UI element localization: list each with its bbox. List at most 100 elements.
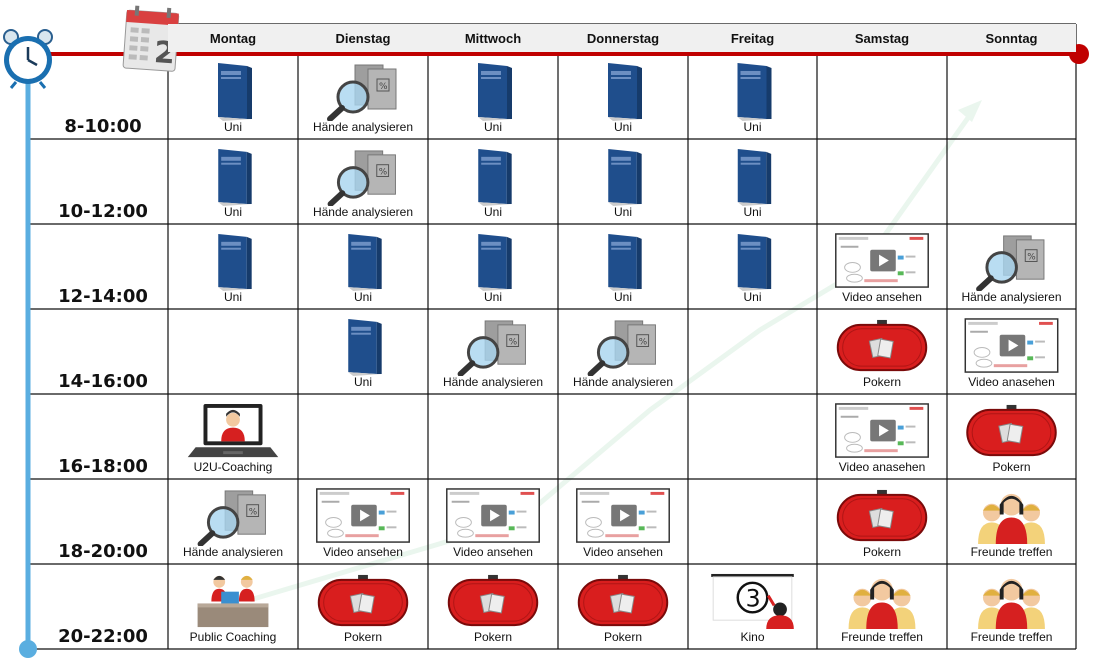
activity-label: Uni	[743, 205, 762, 219]
activity-label: Uni	[743, 290, 762, 304]
day-header-freitag: Freitag	[688, 24, 817, 52]
book-icon	[430, 147, 556, 206]
schedule-cell: Uni	[170, 141, 296, 222]
activity-label: Uni	[483, 205, 502, 219]
time-slot-label: 16-18:00	[58, 456, 148, 477]
poker-table-icon	[819, 317, 945, 376]
book-icon	[560, 61, 686, 121]
video-icon	[560, 487, 686, 546]
day-header-samstag: Samstag	[817, 24, 947, 52]
book-icon	[690, 147, 815, 206]
book-icon	[300, 232, 426, 291]
friends-icon	[949, 487, 1074, 546]
schedule-cell: Uni	[690, 141, 815, 222]
magnifier-icon: %	[170, 487, 296, 546]
schedule-cell: Video ansehen	[819, 226, 945, 307]
schedule-cell: Uni	[300, 311, 426, 392]
activity-label: Uni	[613, 120, 632, 134]
video-icon	[819, 402, 945, 461]
activity-label: Pokern	[862, 545, 902, 559]
activity-label: Hände analysieren	[312, 205, 414, 219]
public-coaching-icon	[170, 572, 296, 631]
time-slot-label: 20-22:00	[58, 626, 148, 647]
schedule-cell: Uni	[170, 226, 296, 307]
time-slot-label: 12-14:00	[58, 286, 148, 307]
svg-text:%: %	[249, 508, 257, 518]
schedule-cell: % Hände analysieren	[949, 226, 1074, 307]
schedule-cell: Uni	[300, 226, 426, 307]
poker-table-icon	[560, 572, 686, 631]
activity-label: U2U-Coaching	[193, 460, 273, 474]
progress-arrow-head	[958, 100, 982, 122]
schedule-cell: Uni	[690, 55, 815, 137]
activity-label: Video ansehen	[583, 545, 663, 559]
video-icon	[949, 317, 1074, 376]
video-icon	[819, 232, 945, 291]
schedule-cell: Pokern	[819, 311, 945, 392]
schedule-cell: 3 Kino	[690, 566, 815, 647]
activity-label: Video anasehen	[968, 375, 1055, 389]
schedule-cell: Uni	[430, 55, 556, 137]
video-icon	[430, 487, 556, 546]
activity-label: Public Coaching	[189, 630, 277, 644]
poker-table-icon	[300, 572, 426, 631]
activity-label: Uni	[223, 205, 242, 219]
activity-label: Hände analysieren	[442, 375, 544, 389]
time-slot-label: 18-20:00	[58, 541, 148, 562]
activity-label: Hände analysieren	[961, 290, 1062, 304]
schedule-cell: Pokern	[300, 566, 426, 647]
time-slot-label: 10-12:00	[58, 201, 148, 222]
activity-label: Video anasehen	[838, 460, 926, 474]
schedule-cell: Video anasehen	[949, 311, 1074, 392]
cinema-icon: 3	[690, 572, 815, 631]
day-header-mittwoch: Mittwoch	[428, 24, 558, 52]
activity-label: Uni	[353, 290, 372, 304]
activity-label: Uni	[743, 120, 762, 134]
book-icon	[300, 317, 426, 376]
day-header-montag: Montag	[168, 24, 298, 52]
book-icon	[170, 61, 296, 121]
calendar-icon: 2	[122, 5, 180, 72]
alarm-clock-icon	[3, 29, 53, 89]
video-icon	[300, 487, 426, 546]
activity-label: Pokern	[862, 375, 902, 389]
schedule-cell: Pokern	[949, 396, 1074, 477]
magnifier-icon: %	[300, 61, 426, 121]
activity-label: Uni	[223, 290, 242, 304]
svg-text:%: %	[509, 338, 517, 348]
time-slot-label: 14-16:00	[58, 371, 148, 392]
schedule-cell: Uni	[430, 141, 556, 222]
friends-icon	[949, 572, 1074, 631]
magnifier-icon: %	[430, 317, 556, 376]
svg-text:%: %	[639, 338, 647, 348]
schedule-cell: Uni	[560, 55, 686, 137]
activity-label: Uni	[223, 120, 242, 134]
activity-label: Pokern	[473, 630, 513, 644]
schedule-cell: % Hände analysieren	[560, 311, 686, 392]
activity-label: Pokern	[992, 460, 1031, 474]
book-icon	[560, 147, 686, 206]
day-header-donnerstag: Donnerstag	[558, 24, 688, 52]
activity-label: Pokern	[343, 630, 383, 644]
schedule-cell: Video ansehen	[560, 481, 686, 562]
book-icon	[430, 232, 556, 291]
activity-label: Video ansehen	[453, 545, 533, 559]
activity-label: Uni	[353, 375, 372, 389]
schedule-cell: Pokern	[430, 566, 556, 647]
schedule-cell: % Hände analysieren	[300, 141, 426, 222]
grid-vertical-lines	[167, 24, 1077, 649]
poker-table-icon	[430, 572, 556, 631]
time-slot-label: 8-10:00	[64, 116, 142, 137]
activity-label: Uni	[613, 290, 632, 304]
schedule-cell: Video ansehen	[300, 481, 426, 562]
svg-text:%: %	[1027, 253, 1035, 263]
poker-table-icon	[819, 487, 945, 546]
activity-label: Hände analysieren	[182, 545, 284, 559]
book-icon	[690, 232, 815, 291]
activity-label: Freunde treffen	[970, 630, 1053, 644]
poker-table-icon	[949, 402, 1074, 461]
activity-label: Kino	[740, 630, 765, 644]
activity-label: Pokern	[603, 630, 643, 644]
book-icon	[170, 232, 296, 291]
